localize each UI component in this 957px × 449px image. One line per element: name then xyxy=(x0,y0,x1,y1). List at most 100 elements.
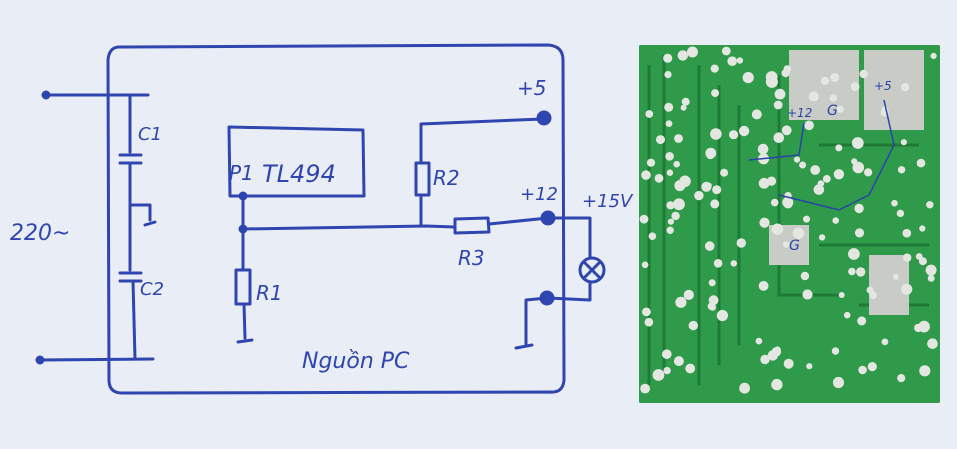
solder-pad xyxy=(774,88,786,100)
solder-pad xyxy=(783,199,793,209)
circuit-schematic: 220~ C1 C2 P1 TL494 R1 R2 R3 +5 +12 +15V… xyxy=(10,43,634,395)
solder-pad xyxy=(771,378,783,391)
solder-pad xyxy=(835,144,843,152)
solder-pad xyxy=(930,52,937,59)
solder-pad xyxy=(738,125,750,137)
capacitor-c1 xyxy=(118,93,143,361)
pcb-photo: +12 G +5 G xyxy=(639,45,940,403)
solder-pad xyxy=(838,292,845,298)
solder-pad xyxy=(820,76,830,85)
solder-pad xyxy=(896,209,905,218)
solder-pad xyxy=(866,286,874,294)
solder-pad xyxy=(804,120,814,131)
solder-pad xyxy=(901,283,913,295)
solder-pad xyxy=(773,132,785,143)
solder-pad xyxy=(688,320,698,331)
solder-pad xyxy=(806,363,813,370)
solder-pad xyxy=(644,317,654,327)
solder-pad xyxy=(694,190,704,201)
solder-pad xyxy=(710,128,722,140)
solder-pad xyxy=(892,273,899,280)
solder-pad xyxy=(751,109,762,120)
capacitor-ground xyxy=(129,203,157,227)
pcb-label-g2: G xyxy=(789,238,800,254)
solder-pad xyxy=(671,211,680,221)
solder-pad xyxy=(713,259,723,268)
plus5-label: +5 xyxy=(517,76,546,100)
solder-pad xyxy=(808,91,819,102)
solder-pad xyxy=(818,234,826,241)
solder-pad xyxy=(919,225,926,232)
solder-pad xyxy=(857,316,867,326)
solder-pad xyxy=(851,158,858,165)
solder-pad xyxy=(897,166,906,174)
solder-pad xyxy=(727,56,737,66)
solder-pad xyxy=(721,46,731,56)
solder-pad xyxy=(720,168,729,177)
ic-label: TL494 xyxy=(262,160,336,188)
solder-pad xyxy=(926,201,934,209)
solder-pad xyxy=(927,338,938,350)
solder-pad xyxy=(771,223,784,235)
solder-pad xyxy=(673,198,685,211)
solder-pad xyxy=(833,169,845,180)
solder-pad xyxy=(706,150,715,160)
solder-pad xyxy=(683,289,694,300)
solder-pad xyxy=(759,217,770,228)
solder-pad xyxy=(685,363,696,374)
pcb-label-plus12: +12 xyxy=(787,106,812,120)
solder-pad xyxy=(641,170,651,180)
c2-label: C2 xyxy=(140,279,164,300)
solder-pad xyxy=(708,295,719,306)
solder-pad xyxy=(666,201,675,210)
solder-pad xyxy=(667,218,674,225)
solder-pad xyxy=(758,281,769,291)
solder-pad xyxy=(654,173,664,183)
solder-pad xyxy=(773,100,783,110)
solder-pad xyxy=(925,264,937,276)
solder-pad xyxy=(765,71,778,83)
solder-pad xyxy=(639,214,649,224)
solder-pad xyxy=(681,97,690,106)
solder-pad xyxy=(679,175,691,188)
solder-pad xyxy=(793,156,801,163)
solder-pad xyxy=(831,347,840,355)
solder-pad xyxy=(856,267,866,277)
solder-pad xyxy=(799,161,807,169)
solder-pad xyxy=(850,82,860,91)
plus15v-label: +15V xyxy=(582,191,634,212)
solder-pad xyxy=(781,125,792,136)
solder-pad xyxy=(767,350,778,361)
solder-pad xyxy=(852,161,865,174)
r1-label: R1 xyxy=(256,281,283,305)
solder-pad xyxy=(916,158,926,168)
solder-pad xyxy=(800,271,810,281)
solder-pad xyxy=(770,198,779,207)
solder-pad xyxy=(673,160,680,168)
solder-pad xyxy=(687,46,698,58)
solder-pad xyxy=(919,365,931,377)
solder-pad xyxy=(645,110,654,118)
solder-pad xyxy=(782,241,790,248)
solder-pad xyxy=(642,307,651,317)
solder-pad xyxy=(666,226,674,234)
solder-pad xyxy=(867,362,877,372)
solder-pad xyxy=(665,120,673,127)
solder-pad xyxy=(708,279,716,287)
solder-pad xyxy=(677,50,688,61)
solder-pad xyxy=(656,135,665,145)
plus12-label: +12 xyxy=(520,184,558,205)
solder-pad xyxy=(742,72,754,84)
solder-pad xyxy=(704,241,715,251)
lamp xyxy=(578,256,606,284)
solder-pad xyxy=(716,309,728,322)
solder-pad xyxy=(851,137,864,149)
solder-pad xyxy=(859,69,868,79)
solder-pad xyxy=(648,232,657,240)
solder-pad xyxy=(829,94,837,102)
solder-pad xyxy=(664,71,672,79)
solder-pad xyxy=(918,320,930,333)
solder-pad xyxy=(854,203,864,214)
solder-pad xyxy=(781,69,790,78)
solder-pad xyxy=(864,168,873,177)
